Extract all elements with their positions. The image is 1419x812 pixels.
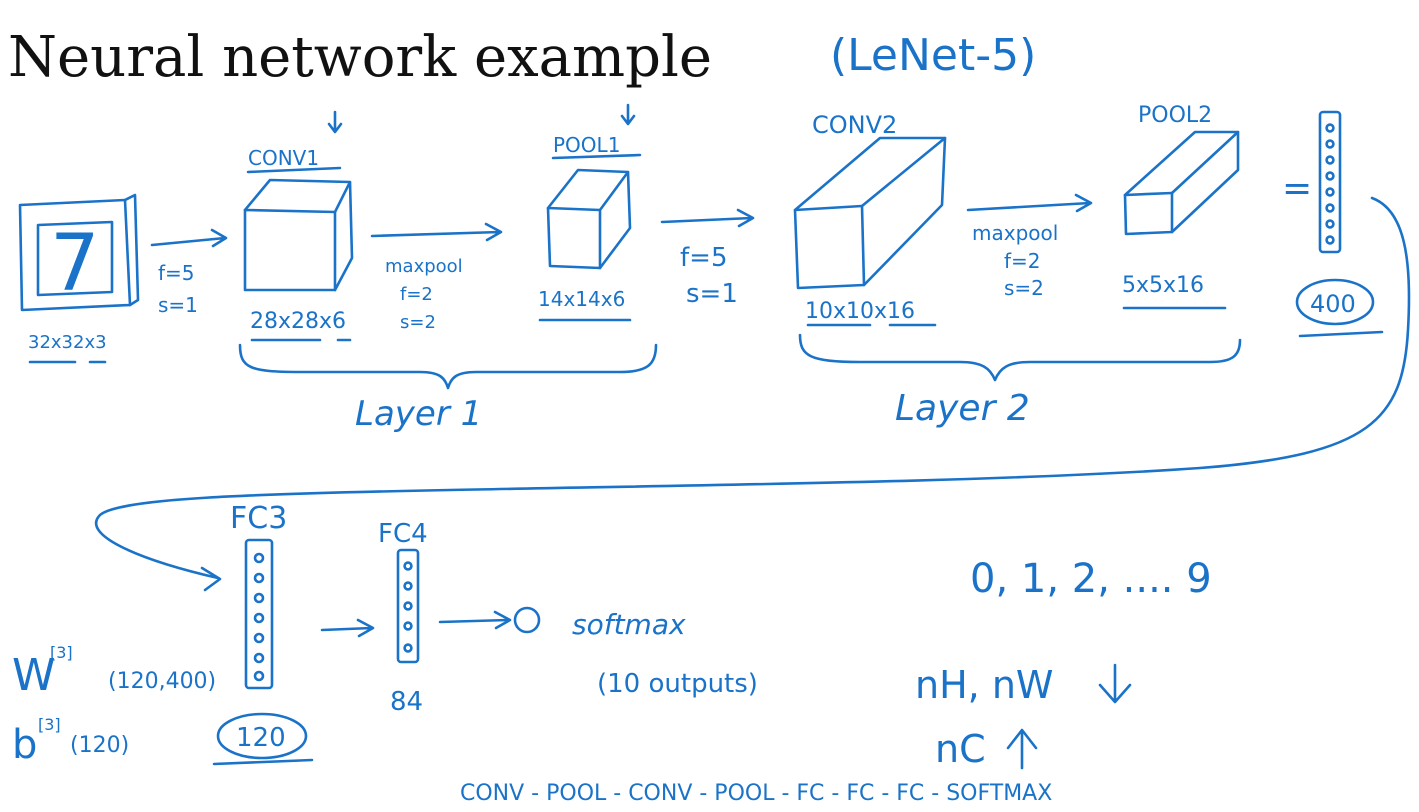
fc3-label: FC3 <box>230 501 287 536</box>
fc4-label: FC4 <box>378 519 428 549</box>
fc3-size: 120 <box>236 723 286 753</box>
page-title: Neural network example <box>8 25 712 90</box>
conv2-dims: 10x10x16 <box>805 299 915 324</box>
arrow-input-conv1 <box>150 228 228 248</box>
pool2-label: POOL2 <box>1138 103 1212 128</box>
softmax-label: softmax <box>572 608 686 641</box>
pool1-marker-arrow <box>620 103 636 126</box>
arrow-conv2-pool2 <box>966 193 1093 213</box>
conv2-cube <box>793 136 947 290</box>
fc3-weight-superscript: [3] <box>50 643 73 662</box>
pool2-cube <box>1123 130 1240 236</box>
connector-curve <box>94 196 1411 592</box>
input-dims: 32x32x3 <box>28 332 107 353</box>
flatten-equals: = <box>1282 168 1312 209</box>
input-image-block <box>18 193 140 312</box>
conv1-param-s: s=1 <box>158 293 198 317</box>
conv2-label: CONV2 <box>812 111 897 139</box>
conv1-label: CONV1 <box>248 146 319 170</box>
layer1-label: Layer 1 <box>355 394 482 434</box>
class-labels: 0, 1, 2, .... 9 <box>970 556 1212 602</box>
fc3-weight-symbol: W <box>12 650 56 701</box>
output-node <box>513 606 541 634</box>
fc3-weight-shape: (120,400) <box>108 669 216 694</box>
softmax-outputs: (10 outputs) <box>597 669 758 699</box>
conv1-dims: 28x28x6 <box>250 309 346 334</box>
pool1-dims: 14x14x6 <box>538 287 625 311</box>
fc3-bias-symbol: b <box>12 722 37 768</box>
layer2-label: Layer 2 <box>895 388 1030 429</box>
conv1-cube <box>243 178 354 292</box>
pool2-dims: 5x5x16 <box>1122 273 1204 298</box>
flatten-vector <box>1318 110 1342 254</box>
layer2-brace <box>798 333 1242 382</box>
arrow-fc4-output <box>438 610 512 630</box>
pool1-param-maxpool: maxpool <box>385 256 463 277</box>
trend-height-width: nH, nW <box>915 663 1053 707</box>
conv1-label-underline <box>246 166 342 174</box>
pipeline-summary: CONV - POOL - CONV - POOL - FC - FC - FC… <box>460 781 1052 806</box>
arrow-pool1-conv2 <box>660 208 755 228</box>
pool1-label: POOL1 <box>553 133 620 157</box>
conv1-marker-arrow <box>327 110 343 134</box>
flatten-size-underline <box>1298 330 1384 338</box>
arrow-fc3-fc4 <box>320 618 375 638</box>
page-subtitle: (LeNet-5) <box>830 30 1036 81</box>
fc4-size: 84 <box>390 687 423 717</box>
conv2-param-f: f=5 <box>680 243 727 273</box>
pool2-param-f: f=2 <box>1004 249 1041 273</box>
pool1-cube <box>546 168 632 270</box>
flatten-size-circle <box>1295 278 1375 326</box>
fc3-size-circle <box>216 712 308 760</box>
pool1-param-f: f=2 <box>400 284 433 305</box>
flatten-size: 400 <box>1310 290 1356 318</box>
pool2-param-s: s=2 <box>1004 276 1044 300</box>
pool1-param-s: s=2 <box>400 312 436 333</box>
trend-channels: nC <box>935 727 986 771</box>
conv1-param-f: f=5 <box>158 261 195 285</box>
down-arrow-icon <box>1098 663 1132 704</box>
fc3-bias-superscript: [3] <box>38 715 61 734</box>
up-arrow-icon <box>1006 728 1038 770</box>
conv2-param-s: s=1 <box>686 279 738 309</box>
layer1-brace <box>238 343 658 390</box>
input-digit: 7 <box>50 219 100 309</box>
fc3-bias-shape: (120) <box>70 733 129 758</box>
arrow-conv1-pool1 <box>370 222 503 242</box>
pool1-label-underline <box>551 153 642 160</box>
fc4-vector <box>396 548 420 664</box>
fc3-vector <box>244 538 274 690</box>
pool2-param-maxpool: maxpool <box>972 221 1058 245</box>
fc3-size-underline <box>212 758 314 766</box>
